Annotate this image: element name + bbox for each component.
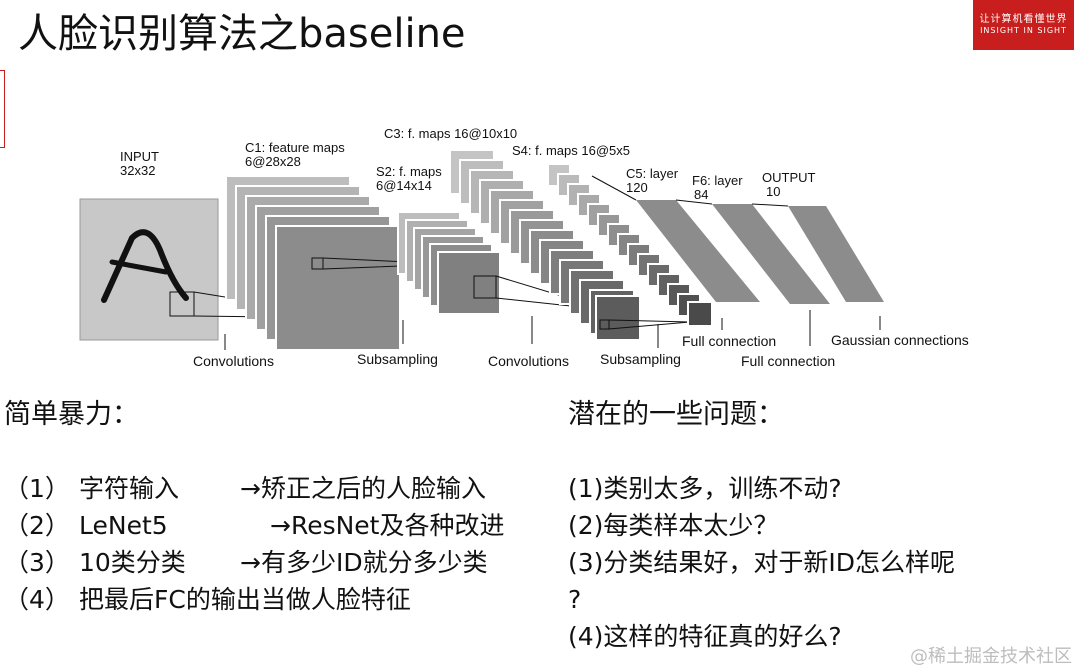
c3-subsample-window xyxy=(599,319,610,330)
item-original: LeNet5 xyxy=(79,511,168,540)
left-heading: 简单暴力： xyxy=(4,399,139,430)
op-sub2-label: Subsampling xyxy=(600,351,681,367)
item-original: 字符输入 xyxy=(79,474,180,503)
lenet5-diagram: INPUT 32x32 C1: feature maps 6@28x28 S2:… xyxy=(79,126,969,369)
input-label-name: INPUT xyxy=(120,149,159,164)
item-improvement: →有多少ID就分多少类 xyxy=(240,548,488,577)
c1-label-size: 6@28x28 xyxy=(245,154,301,169)
c5-label-size: 120 xyxy=(626,180,648,195)
right-heading: 潜在的一些问题： xyxy=(568,399,784,430)
c5-label-name: C5: layer xyxy=(626,166,679,181)
item-number: （3） xyxy=(4,548,70,577)
input-glyph-a xyxy=(101,229,189,303)
input-glyph-bar xyxy=(109,259,169,275)
c1-label-name: C1: feature maps xyxy=(245,140,345,155)
item-original: 把最后FC的输出当做人脸特征 xyxy=(79,585,411,614)
op-full2-label: Full connection xyxy=(741,353,835,369)
s2-label-size: 6@14x14 xyxy=(376,178,432,193)
item-improvement: →矫正之后的人脸输入 xyxy=(240,474,486,503)
output-label-name: OUTPUT xyxy=(762,170,816,185)
list-item: （2） LeNet5 →ResNet及各种改进 xyxy=(4,507,560,544)
list-item: (1)类别太多，训练不动? xyxy=(568,474,842,503)
c1-subsample-window xyxy=(311,257,324,270)
list-item: （1） 字符输入 →矫正之后的人脸输入 xyxy=(4,470,560,507)
op-conv1-label: Convolutions xyxy=(193,353,274,369)
logo-english-text: INSIGHT IN SIGHT xyxy=(980,26,1067,35)
full-connection-band-1 xyxy=(636,200,760,302)
input-label-size: 32x32 xyxy=(120,163,155,178)
op-conv2-label: Convolutions xyxy=(488,353,569,369)
list-item: (4)这样的特征真的好么? xyxy=(568,622,842,651)
slide-title: 人脸识别算法之baseline xyxy=(18,11,466,57)
c5-top-line xyxy=(591,175,637,201)
c1-feature-maps xyxy=(225,175,401,351)
list-item: (3)分类结果好，对于新ID怎么样呢 xyxy=(568,548,956,577)
item-original: 10类分类 xyxy=(79,548,186,577)
left-list: （1） 字符输入 →矫正之后的人脸输入 （2） LeNet5 →ResNet及各… xyxy=(4,470,560,618)
list-item: （3） 10类分类 →有多少ID就分多少类 xyxy=(4,544,560,581)
s2-feature-maps xyxy=(397,211,501,315)
list-item: ? xyxy=(568,585,582,614)
op-full1-label: Full connection xyxy=(682,333,776,349)
gaussian-band xyxy=(788,206,884,302)
s4-label: S4: f. maps 16@5x5 xyxy=(512,143,630,158)
output-label-size: 10 xyxy=(766,184,780,199)
c3-label: C3: f. maps 16@10x10 xyxy=(384,126,517,141)
s2-receptive-field xyxy=(473,275,497,299)
watermark: @稀土掘金技术社区 xyxy=(910,646,1072,667)
s4-feature-maps xyxy=(547,163,713,327)
op-gauss-label: Gaussian connections xyxy=(831,332,969,348)
item-number: （1） xyxy=(4,474,70,503)
s2-label-name: S2: f. maps xyxy=(376,164,442,179)
output-top-line xyxy=(751,203,789,207)
item-number: （2） xyxy=(4,511,70,540)
right-list: (1)类别太多，训练不动? (2)每类样本太少？ (3)分类结果好，对于新ID怎… xyxy=(568,470,1068,655)
f6-top-line xyxy=(675,199,713,205)
op-sub1-label: Subsampling xyxy=(357,351,438,367)
list-item: (2)每类样本太少？ xyxy=(568,511,779,540)
input-receptive-field xyxy=(169,291,195,317)
list-item: （4） 把最后FC的输出当做人脸特征 xyxy=(4,581,560,618)
f6-label-size: 84 xyxy=(694,187,708,202)
item-improvement: →ResNet及各种改进 xyxy=(270,511,505,540)
logo-chinese-text: 让计算机看懂世界 xyxy=(979,14,1068,25)
item-number: （4） xyxy=(4,585,70,614)
f6-label-name: F6: layer xyxy=(692,173,743,188)
full-connection-band-2 xyxy=(712,204,830,304)
c3-feature-maps xyxy=(449,149,641,341)
brand-logo: 让计算机看懂世界 INSIGHT IN SIGHT xyxy=(973,0,1074,50)
left-edge-marker xyxy=(0,70,5,148)
